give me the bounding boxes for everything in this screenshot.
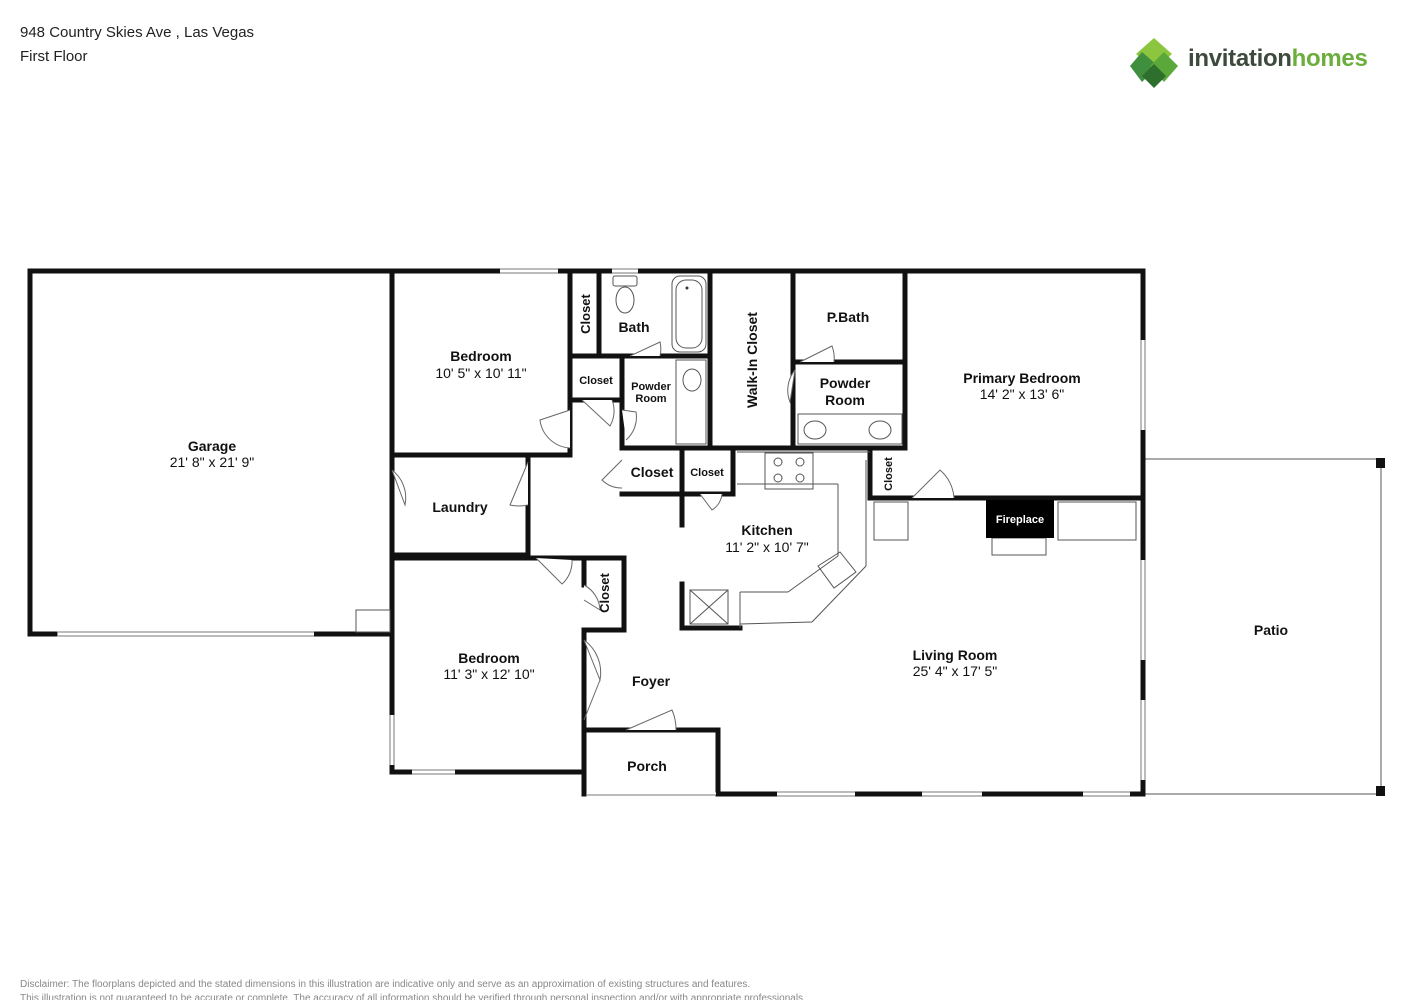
bath-label: Bath (618, 319, 649, 335)
living-room-label: Living Room (913, 647, 998, 663)
laundry-label: Laundry (432, 499, 487, 515)
brand-name-part2: homes (1291, 45, 1368, 72)
brand-name-part1: invitation (1188, 45, 1292, 72)
primary-bedroom-label: Primary Bedroom (963, 370, 1080, 386)
porch-label: Porch (627, 758, 667, 774)
closet-label: Closet (579, 375, 613, 387)
interior-walls (389, 268, 1146, 775)
windows (58, 268, 1146, 797)
primary-bedroom-dims: 14' 2" x 13' 6" (980, 386, 1065, 402)
closet-label: Closet (883, 457, 895, 491)
powder-room-small-label-line2: Room (635, 393, 666, 405)
foyer-label: Foyer (632, 673, 671, 689)
closet-label: Closet (690, 467, 724, 479)
brand-wordmark: invitationhomes (1188, 45, 1368, 73)
brand-logo-icon (1130, 38, 1178, 88)
walk-in-closet-label: Walk-In Closet (744, 312, 760, 408)
powder-room-label-line1: Powder (820, 375, 871, 391)
closet-label: Closet (597, 572, 612, 612)
kitchen-dims: 11' 2" x 10' 7" (725, 539, 809, 555)
floor-label: First Floor (20, 48, 88, 65)
disclaimer-line1: Disclaimer: The floorplans depicted and … (20, 979, 751, 990)
living-room-dims: 25' 4" x 17' 5" (913, 663, 998, 679)
bedroom1-label: Bedroom (450, 348, 511, 364)
fireplace-block (986, 500, 1054, 538)
bedroom2-dims: 11' 3" x 12' 10" (443, 666, 534, 682)
bedroom2-label: Bedroom (458, 650, 519, 666)
closet-label: Closet (578, 293, 593, 333)
pbath-label: P.Bath (827, 309, 870, 325)
patio-area (1143, 458, 1385, 796)
fireplace-label: Fireplace (996, 514, 1044, 526)
fixtures (612, 275, 1137, 628)
disclaimer-line2: This illustration is not guaranteed to b… (20, 993, 806, 1000)
patio-label: Patio (1254, 622, 1288, 638)
property-address: 948 Country Skies Ave , Las Vegas (20, 24, 255, 41)
bedroom1-dims: 10' 5" x 10' 11" (435, 365, 526, 381)
powder-room-label-line2: Room (825, 392, 865, 408)
powder-room-small-label-line1: Powder (631, 381, 671, 393)
disclaimer: Disclaimer: The floorplans depicted and … (20, 978, 1400, 1000)
kitchen-label: Kitchen (741, 522, 792, 538)
garage-label: Garage (188, 438, 236, 454)
closet-label: Closet (631, 464, 674, 480)
garage-dims: 21' 8" x 21' 9" (170, 454, 255, 470)
doors (355, 341, 955, 731)
